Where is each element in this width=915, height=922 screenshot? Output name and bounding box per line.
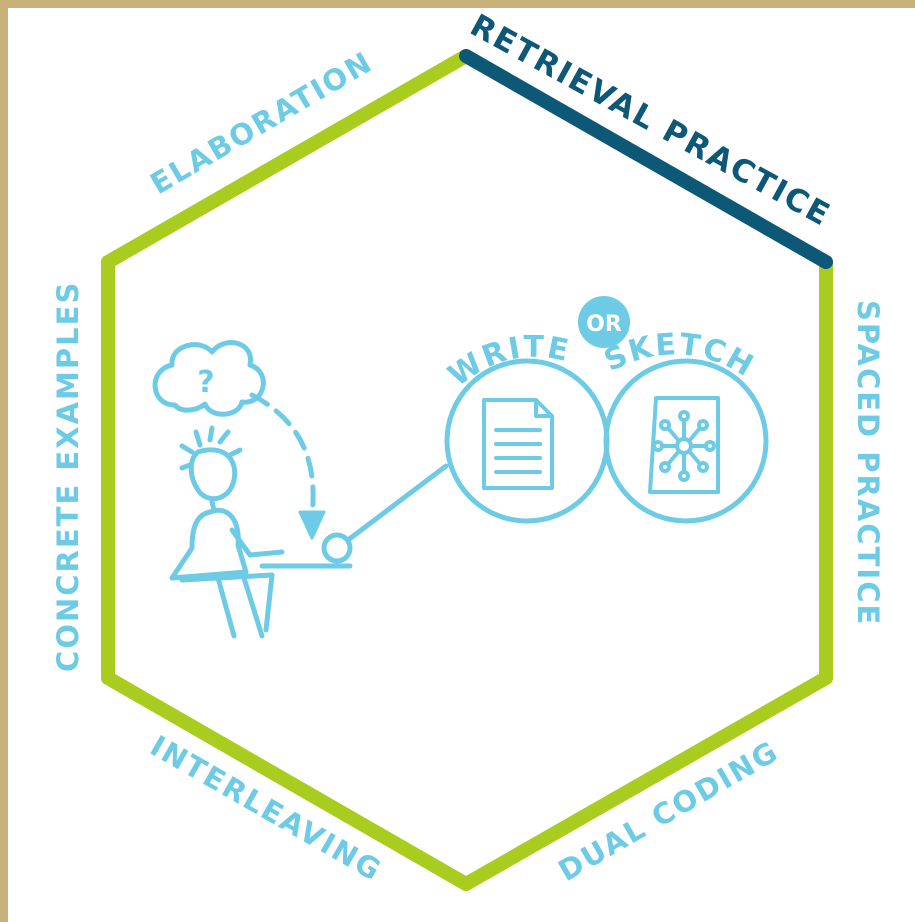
- learning-strategies-hexagon: RETRIEVAL PRACTICE SPACED PRACTICE DUAL …: [51, 8, 885, 891]
- person-at-desk-icon: [169, 425, 285, 639]
- pen-tip-circle: [321, 532, 353, 564]
- hexagon-outline: [101, 49, 833, 891]
- label-interleaving: INTERLEAVING: [145, 729, 388, 888]
- label-concrete-examples: CONCRETE EXAMPLES: [51, 281, 85, 672]
- mind-map-icon: [648, 396, 720, 494]
- label-spaced-practice: SPACED PRACTICE: [851, 300, 885, 626]
- arrow-head: [298, 510, 326, 540]
- hex-edge-interleaving: [101, 671, 473, 891]
- sketch-circle: [603, 358, 769, 524]
- connector-line: [345, 463, 449, 543]
- hex-edge-dual: [459, 671, 833, 891]
- illustration: ?: [152, 340, 769, 639]
- question-mark: ?: [197, 365, 214, 400]
- document-icon: [482, 398, 554, 490]
- or-badge: OR: [578, 296, 630, 348]
- write-label: WRITE: [442, 330, 573, 394]
- hex-edge-retrieval: [459, 49, 833, 269]
- diagram-panel: RETRIEVAL PRACTICE SPACED PRACTICE DUAL …: [8, 8, 915, 922]
- thought-arrow: [249, 392, 316, 518]
- question-thought-bubble-icon: ?: [152, 340, 266, 417]
- hex-edge-elaboration: [101, 49, 473, 269]
- svg-text:OR: OR: [586, 312, 622, 337]
- label-retrieval-practice: RETRIEVAL PRACTICE: [464, 8, 837, 234]
